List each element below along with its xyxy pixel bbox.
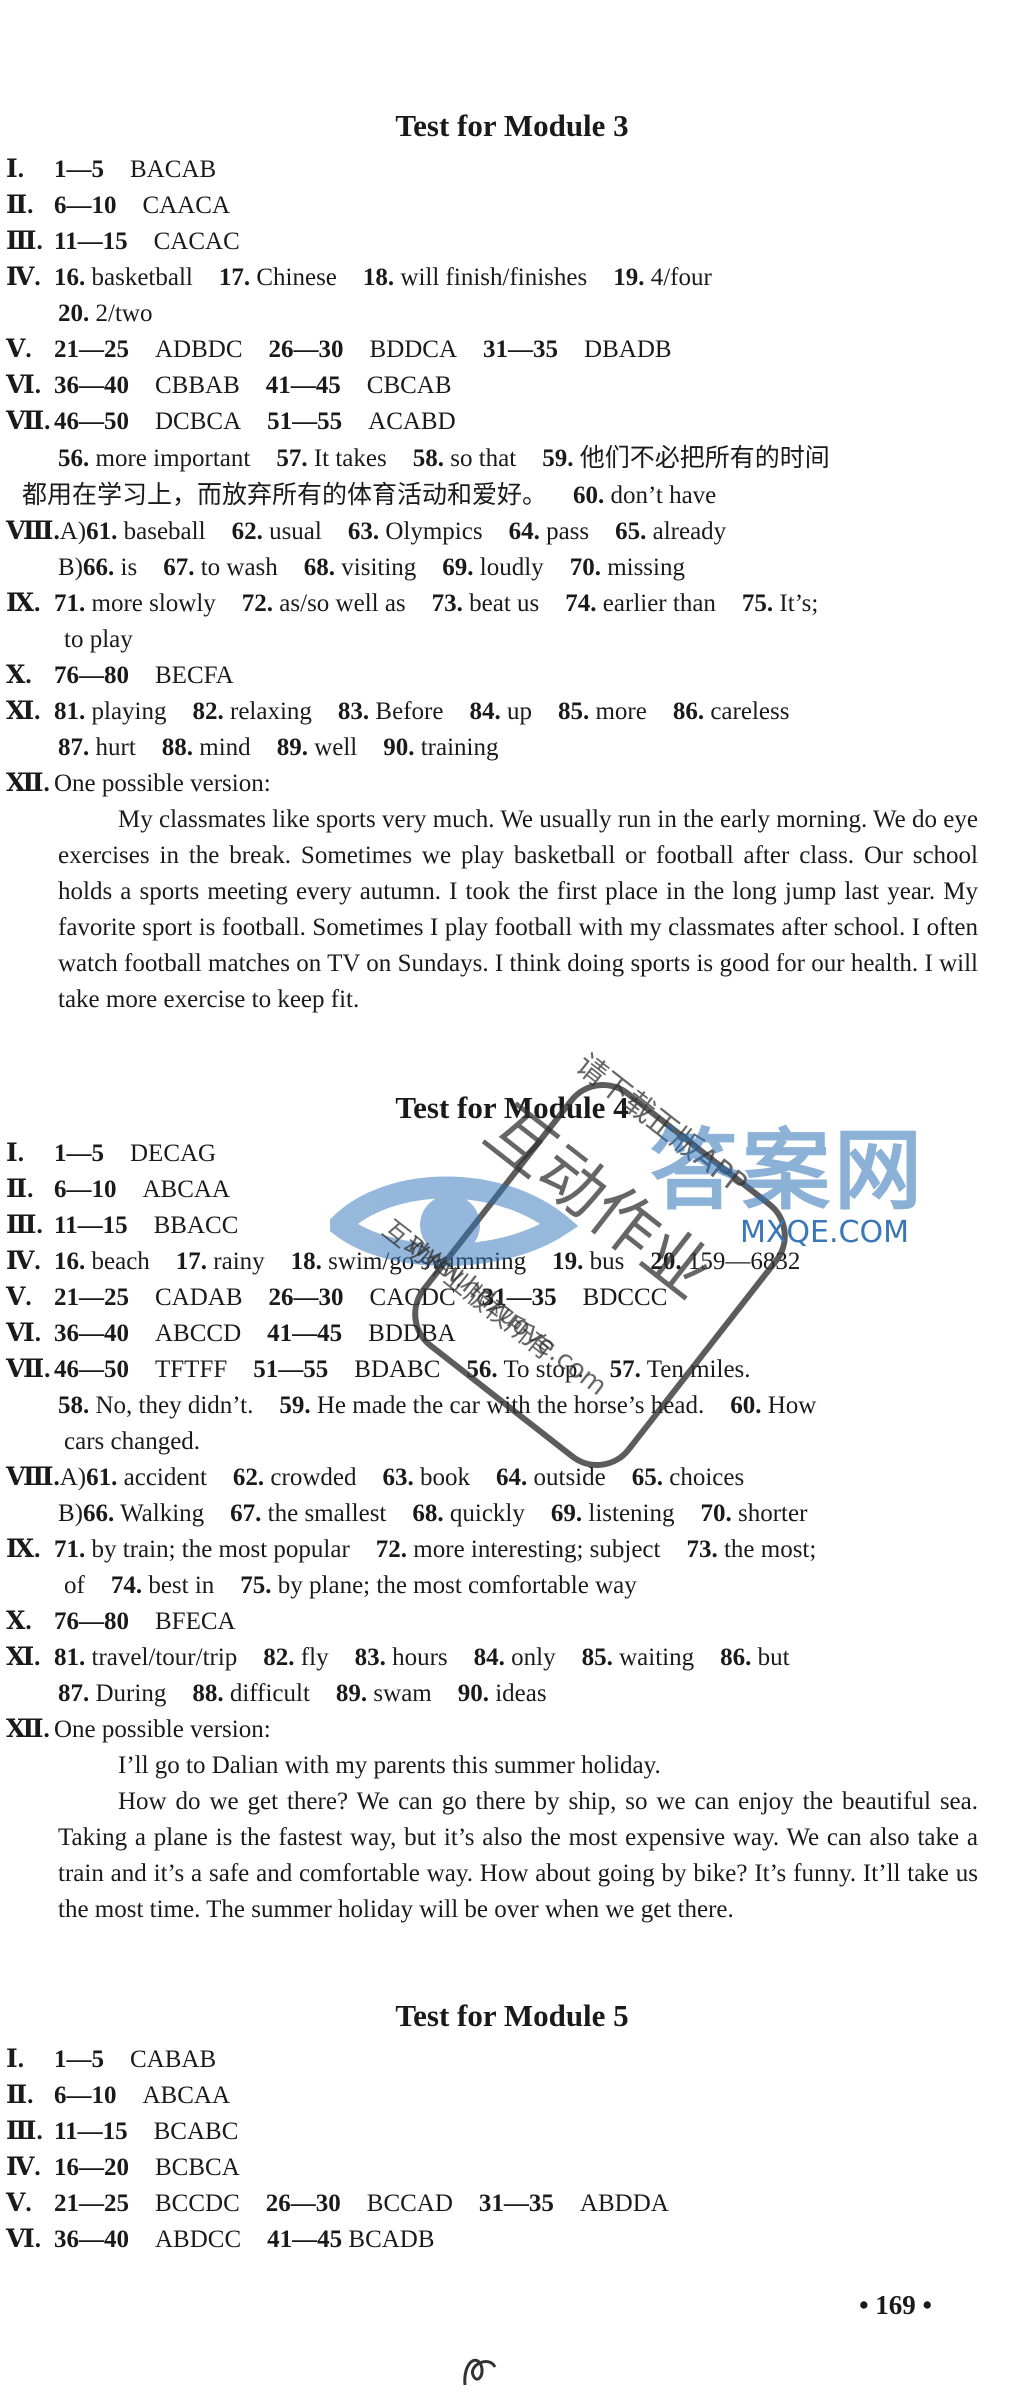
- module-3-section: Test for Module 3: [0, 108, 1024, 144]
- watermark-url: MXQE.COM: [740, 1215, 909, 1250]
- answer-line: Ⅻ.One possible version:: [6, 770, 271, 797]
- module-4-section: Test for Module 4: [0, 1090, 1024, 1126]
- answer-line: cars changed.: [64, 1428, 201, 1455]
- answer-line: 20. 2/two: [58, 300, 153, 327]
- answer-line: Ⅻ.One possible version:: [6, 1716, 271, 1743]
- module-5-section: Test for Module 5: [0, 1998, 1024, 2034]
- module-4-essay: I’ll go to Dalian with my parents this s…: [58, 1752, 978, 1923]
- watermark-stamp: [323, 1075, 870, 1480]
- page-number: • 169 •: [859, 2290, 932, 2320]
- answer-line: to play: [64, 626, 133, 653]
- module-3-essay: My classmates like sports very much. We …: [58, 806, 978, 1013]
- answer-line: 58. No, they didn’t.59. He made the car …: [58, 1392, 817, 1419]
- stamp-graphic: [323, 1082, 788, 1468]
- module-5-title: Test for Module 5: [395, 1998, 629, 2033]
- module-3-title: Test for Module 3: [395, 108, 629, 143]
- handwritten-mark-icon: [455, 2345, 505, 2400]
- watermark-logo-text: 答案网: [650, 1119, 927, 1222]
- answer-line: 都用在学习上，而放弃所有的体育活动和爱好。60. don’t have: [22, 480, 717, 509]
- module-4-title: Test for Module 4: [395, 1090, 629, 1125]
